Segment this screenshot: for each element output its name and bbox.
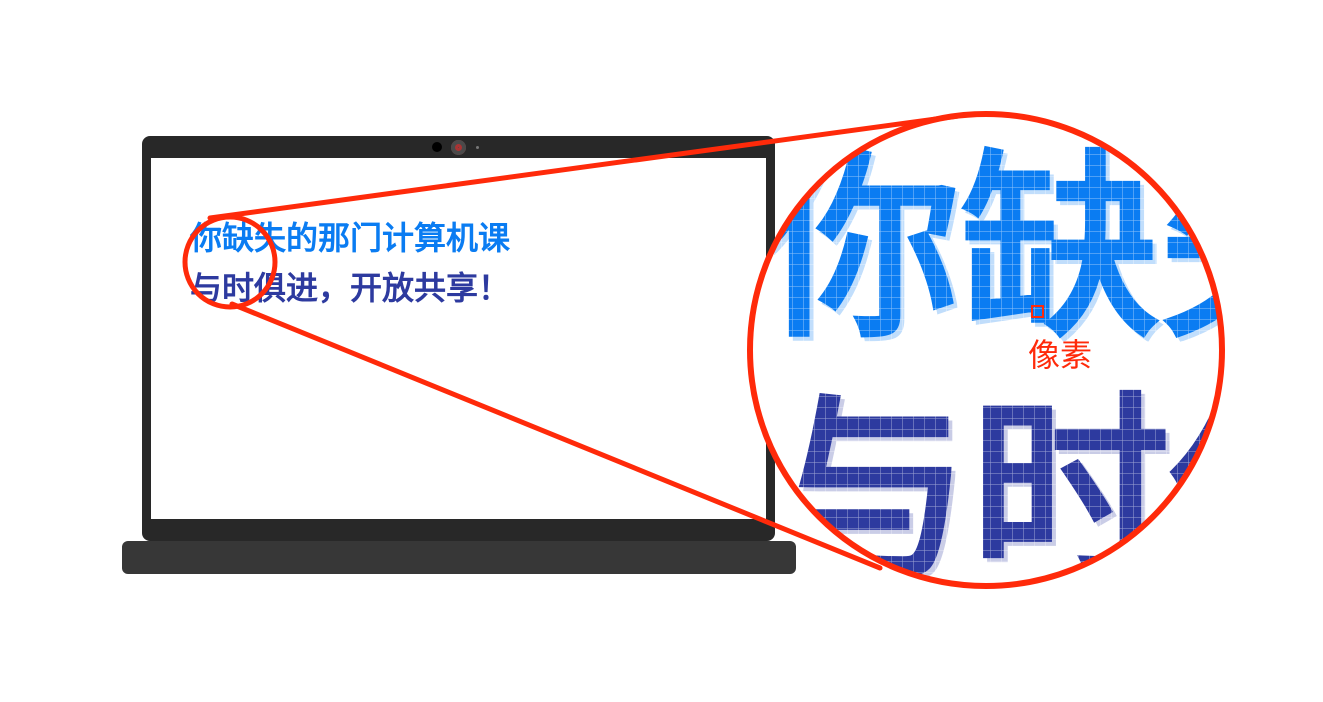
pixel-marker	[1031, 305, 1044, 318]
camera-lens-icon	[432, 142, 442, 152]
zoomed-view: 你缺失 你缺失 与时俱 与时俱	[750, 114, 1222, 586]
pixel-label: 像素	[1028, 336, 1092, 374]
laptop-screen	[151, 158, 766, 519]
connector-line-bottom	[229, 301, 883, 571]
big-magnifier-circle	[747, 111, 1225, 589]
camera-indicator-icon	[476, 146, 479, 149]
camera-icon	[451, 140, 466, 155]
screen-text-line1: 你缺失的那门计算机课	[190, 219, 511, 257]
screen-text-line2: 与时俱进，开放共享！	[190, 269, 511, 307]
small-magnifier-circle	[182, 214, 278, 310]
laptop-base	[122, 541, 796, 574]
connector-line-top	[207, 113, 961, 221]
